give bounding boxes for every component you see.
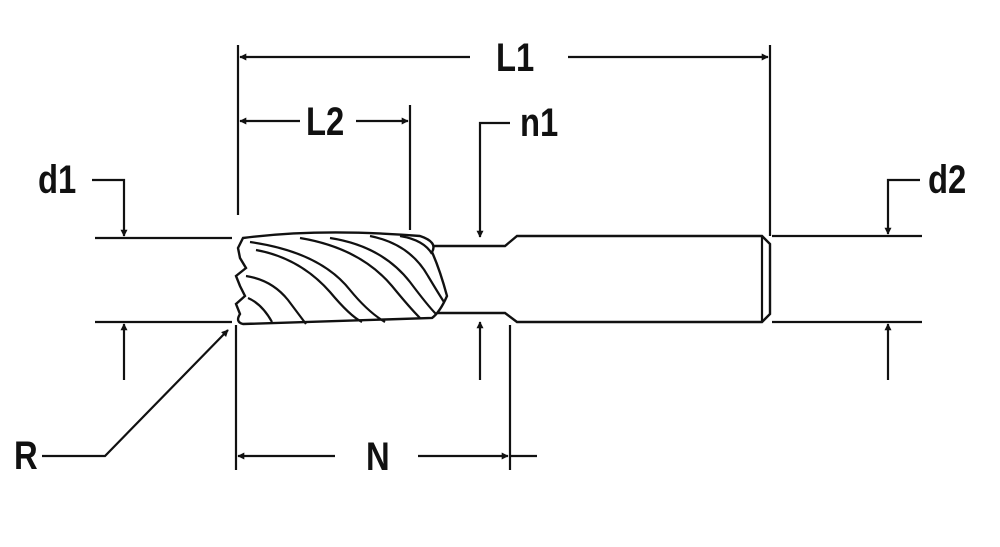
end-mill-tool [234, 231, 772, 326]
label-l1: L1 [496, 36, 535, 80]
n-dimension [234, 325, 537, 470]
d2-dimension [772, 178, 922, 380]
l2-dimension [239, 105, 412, 230]
tool-shank [428, 234, 772, 324]
r-leader [42, 329, 229, 458]
label-r: R [14, 434, 38, 478]
label-l2: L2 [306, 100, 345, 144]
n1-leader [476, 121, 510, 380]
label-n: N [366, 435, 390, 479]
label-d1: d1 [38, 158, 77, 202]
l1-dimension [236, 45, 772, 236]
label-n1: n1 [520, 101, 559, 145]
d1-dimension [92, 178, 232, 380]
label-d2: d2 [928, 158, 967, 202]
